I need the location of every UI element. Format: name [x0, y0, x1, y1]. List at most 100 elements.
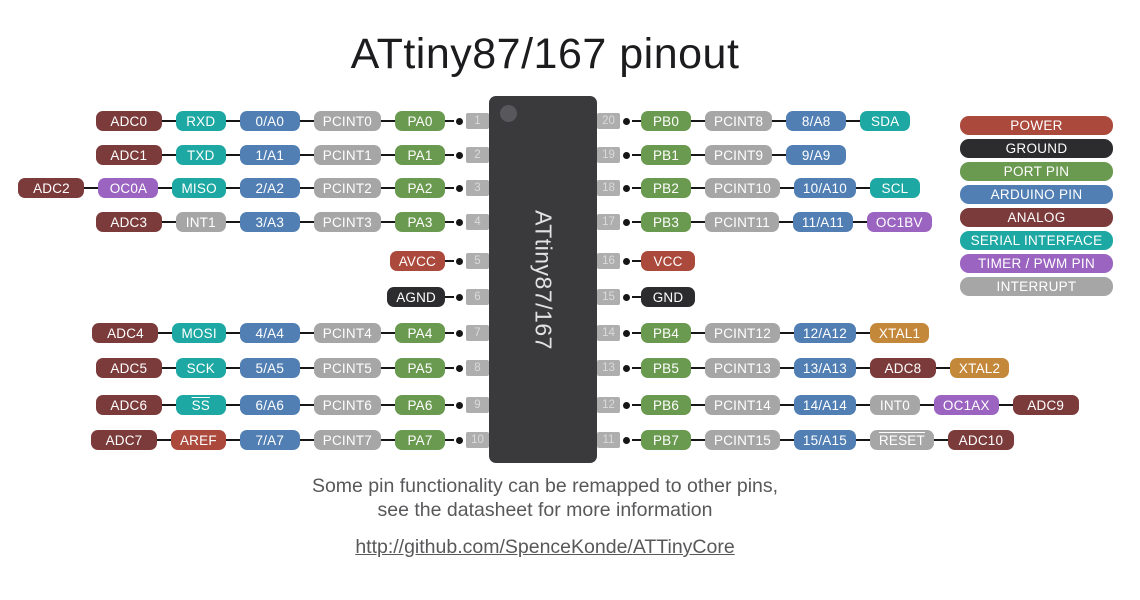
- wire-segment: [855, 366, 870, 370]
- wire-segment: [445, 119, 454, 123]
- wire-dot-icon: [623, 329, 630, 337]
- pin-function-label: OC1AX: [933, 395, 999, 415]
- pin-function-label: ADC8: [869, 358, 936, 378]
- pin-function-label: PCINT9: [705, 145, 773, 165]
- chip-pin-number-tab: 2: [466, 147, 489, 163]
- wire-segment: [445, 403, 454, 407]
- wire-segment: [381, 220, 395, 224]
- wire-segment: [299, 220, 314, 224]
- wire-segment: [778, 220, 793, 224]
- pin-function-label: PB7: [641, 430, 691, 450]
- pin-function-label: ADC9: [1012, 395, 1079, 415]
- wire-dot-icon: [623, 364, 630, 372]
- pin-function-label: XTAL1: [869, 323, 930, 343]
- wire-dot-icon: [456, 436, 463, 444]
- pin-function-label: PA4: [395, 323, 445, 343]
- wire-segment: [691, 438, 705, 442]
- pin-function-label: 6/A6: [239, 395, 300, 415]
- wire-segment: [299, 153, 314, 157]
- chip-body: ATtiny87/167: [489, 96, 597, 463]
- pin-function-label: ADC10: [947, 430, 1014, 450]
- chip-pin-number-tab: 11: [597, 432, 620, 448]
- wire-segment: [381, 119, 395, 123]
- wire-endpoint: [621, 436, 641, 444]
- wire-segment: [381, 331, 395, 335]
- wire-segment: [84, 186, 99, 190]
- pin-function-label: PCINT1: [313, 145, 381, 165]
- pin-function-label: 15/A15: [793, 430, 856, 450]
- pin-function-label: PCINT4: [313, 323, 381, 343]
- pin-row-right-15: 15 GND: [597, 286, 1140, 308]
- pin-function-label: SDA: [860, 111, 911, 131]
- wire-segment: [299, 119, 314, 123]
- wire-dot-icon: [456, 401, 463, 409]
- pin-function-label: XTAL2: [949, 358, 1010, 378]
- wire-segment: [632, 331, 641, 335]
- pin-function-label: 3/A3: [239, 212, 300, 232]
- chip-pin-number-tab: 18: [597, 180, 620, 196]
- pin-function-label: GND: [641, 287, 695, 307]
- pin-function-label: ADC4: [92, 323, 159, 343]
- wire-segment: [445, 186, 454, 190]
- pin-function-label: PB0: [641, 111, 691, 131]
- wire-segment: [445, 438, 454, 442]
- wire-segment: [225, 403, 240, 407]
- pin-function-label: TXD: [175, 145, 226, 165]
- pin-function-label: PCINT2: [313, 178, 381, 198]
- pin-function-label: PCINT10: [705, 178, 780, 198]
- pin-function-label: 10/A10: [793, 178, 856, 198]
- chip-pin-number-tab: 15: [597, 289, 620, 305]
- wire-segment: [772, 119, 787, 123]
- wire-endpoint: [445, 257, 465, 265]
- pin-function-label: 9/A9: [786, 145, 847, 165]
- wire-segment: [381, 186, 395, 190]
- wire-segment: [445, 331, 454, 335]
- page-title: ATtiny87/167 pinout: [350, 30, 740, 78]
- wire-segment: [632, 186, 641, 190]
- pin-function-label: 12/A12: [793, 323, 856, 343]
- pin-function-label: MOSI: [172, 323, 226, 343]
- wire-segment: [381, 366, 395, 370]
- wire-dot-icon: [456, 117, 463, 125]
- wire-segment: [299, 403, 314, 407]
- chip-label: ATtiny87/167: [530, 209, 557, 350]
- pin-function-label: PCINT6: [313, 395, 381, 415]
- pin-function-label: ADC2: [18, 178, 85, 198]
- wire-segment: [691, 220, 705, 224]
- pin-function-label: PB6: [641, 395, 691, 415]
- pin-function-label: RESET: [869, 430, 934, 450]
- pin-function-label: ADC6: [95, 395, 162, 415]
- wire-segment: [161, 153, 176, 157]
- wire-segment: [381, 403, 395, 407]
- pin-function-label: PA1: [395, 145, 445, 165]
- pin-function-label: PA5: [395, 358, 445, 378]
- wire-endpoint: [445, 151, 465, 159]
- wire-segment: [855, 403, 870, 407]
- chip-pin-number-tab: 4: [466, 214, 489, 230]
- wire-dot-icon: [456, 218, 463, 226]
- wire-endpoint: [445, 293, 465, 301]
- wire-segment: [779, 366, 794, 370]
- chip-pin-number-tab: 13: [597, 360, 620, 376]
- wire-segment: [855, 331, 870, 335]
- wire-dot-icon: [456, 184, 463, 192]
- chip-pin-number-tab: 3: [466, 180, 489, 196]
- pin-function-label: 5/A5: [239, 358, 300, 378]
- wire-segment: [299, 366, 314, 370]
- wire-segment: [691, 153, 705, 157]
- chip-pin-number-tab: 1: [466, 113, 489, 129]
- pin-function-label: SCL: [869, 178, 920, 198]
- pin-function-label: ADC3: [95, 212, 162, 232]
- wire-endpoint: [445, 329, 465, 337]
- github-link[interactable]: http://github.com/SpenceKonde/ATTinyCore: [355, 536, 735, 558]
- wire-endpoint: [621, 293, 641, 301]
- wire-dot-icon: [623, 436, 630, 444]
- pin-function-label: AGND: [387, 287, 445, 307]
- wire-segment: [299, 331, 314, 335]
